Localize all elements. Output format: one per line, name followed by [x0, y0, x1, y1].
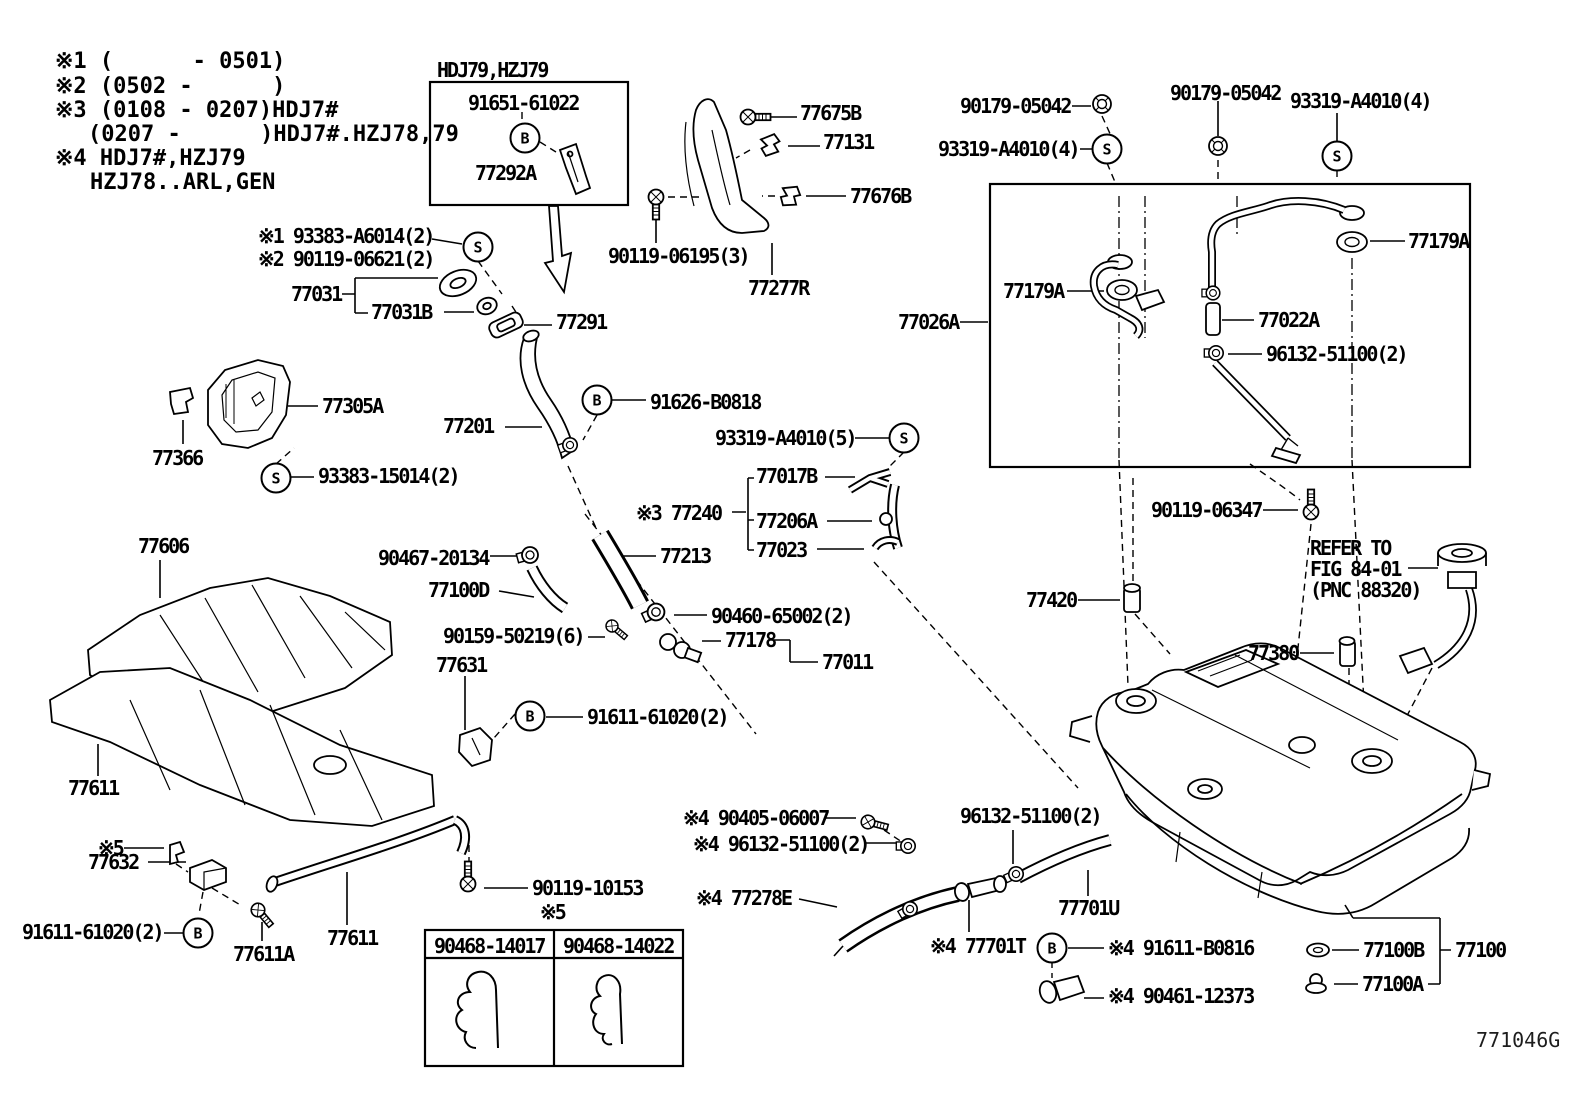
leader-lines	[97, 101, 1451, 999]
figure-code: 771046G	[1476, 1028, 1561, 1052]
construction-lines	[175, 112, 1433, 978]
parts-artwork	[49, 94, 1492, 1049]
frame-boxes	[423, 80, 1472, 1068]
centerlines	[1118, 196, 1353, 458]
